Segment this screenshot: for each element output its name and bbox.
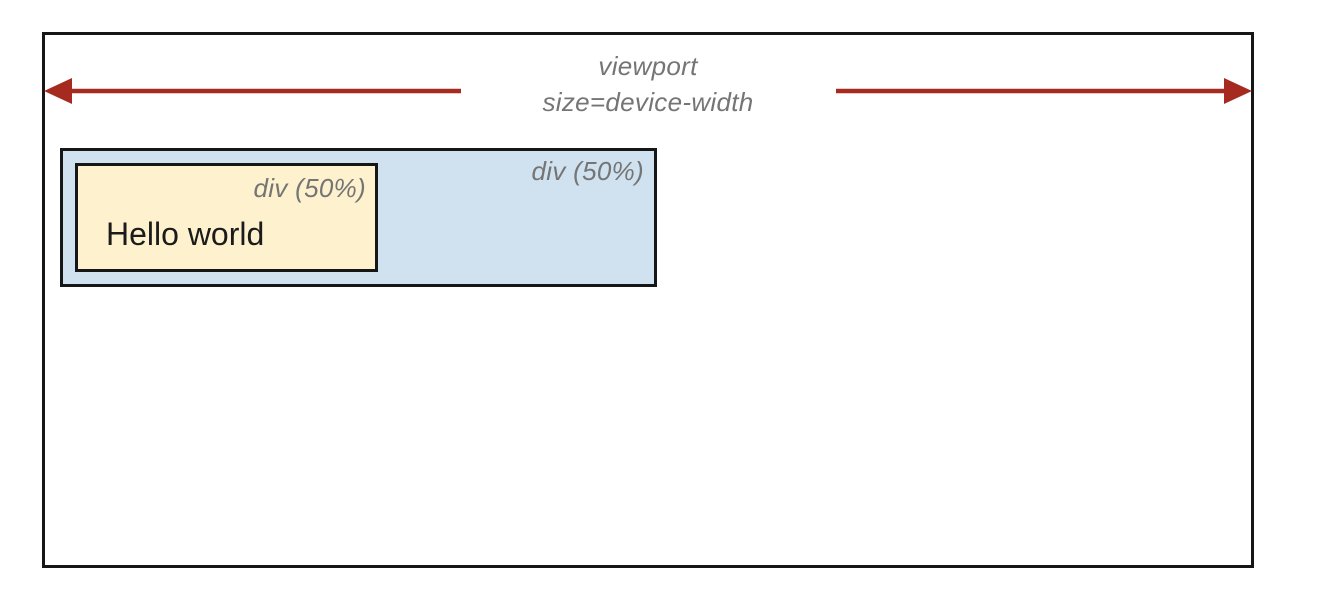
viewport-label: viewport size=device-width xyxy=(45,48,1251,120)
viewport-label-line1: viewport xyxy=(598,51,698,81)
outer-div-box: div (50%) div (50%) Hello world xyxy=(60,148,657,287)
inner-div-label: div (50%) xyxy=(253,173,366,203)
inner-div-box: div (50%) Hello world xyxy=(75,163,378,272)
hello-world-text: Hello world xyxy=(106,216,265,252)
viewport-box: viewport size=device-width div (50%) div… xyxy=(42,32,1254,568)
outer-div-label: div (50%) xyxy=(531,156,644,186)
viewport-label-line2: size=device-width xyxy=(542,87,754,117)
